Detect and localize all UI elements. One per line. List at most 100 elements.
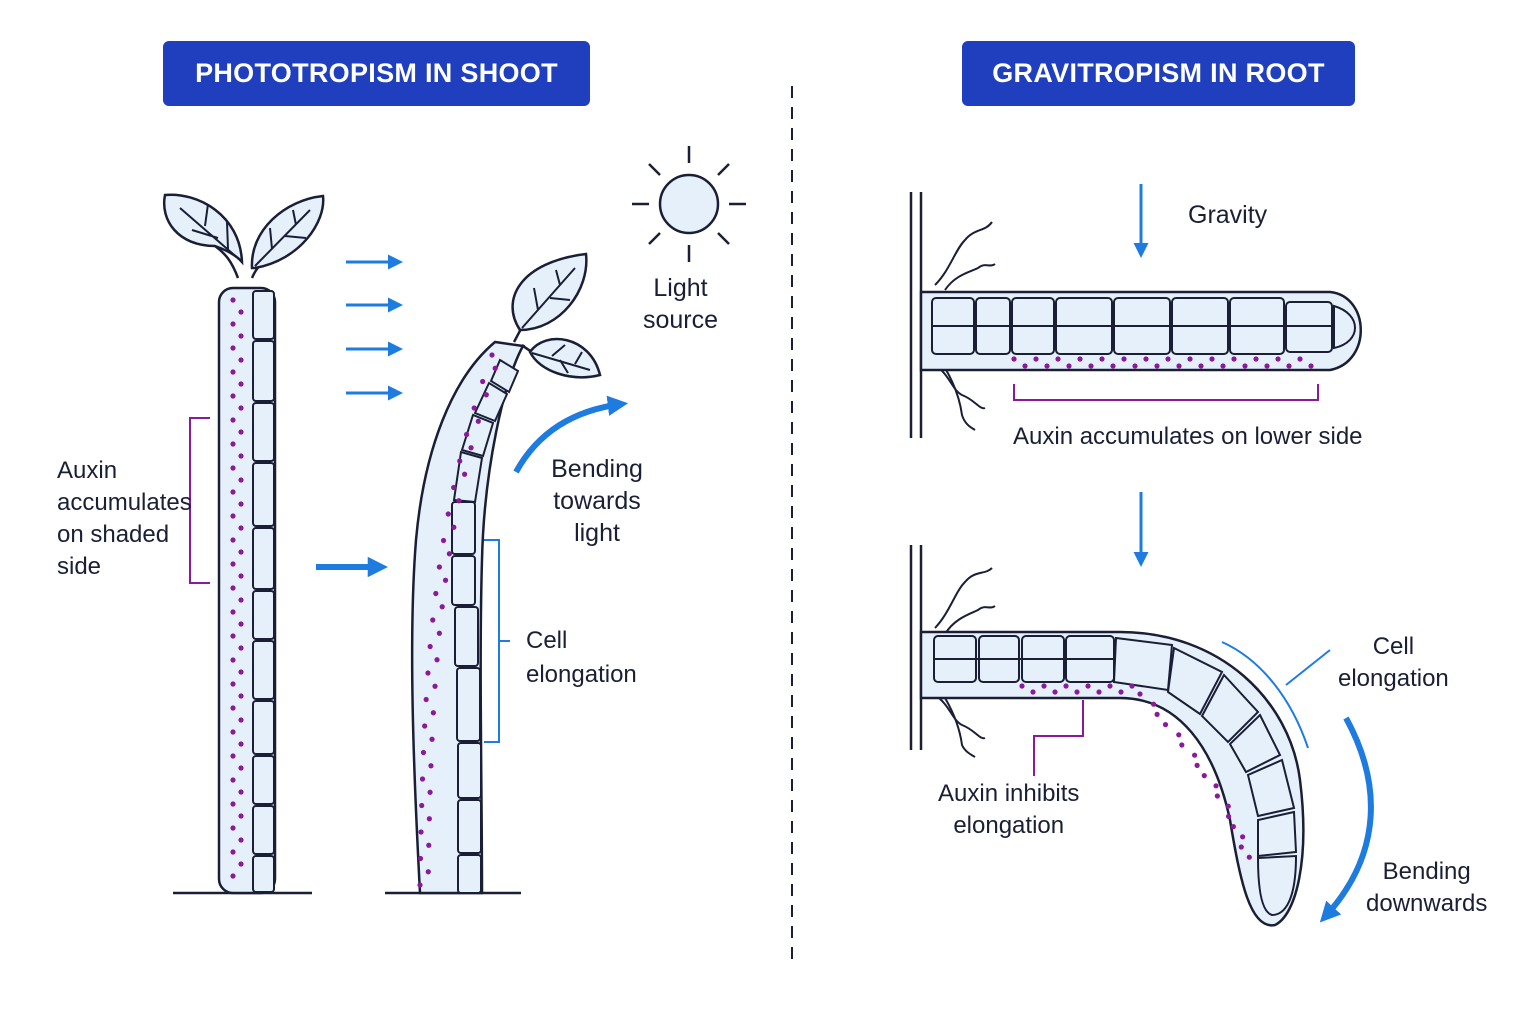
- auxin-shaded-label: Auxin accumulates on shaded side: [57, 457, 192, 580]
- stem-cell: [252, 700, 275, 755]
- auxin-dot: [429, 736, 435, 742]
- auxin-dot: [446, 551, 452, 557]
- auxin-bracket: [1013, 384, 1319, 401]
- auxin-dot: [230, 585, 236, 591]
- auxin-bracket: [189, 417, 210, 584]
- auxin-dot: [238, 309, 244, 315]
- auxin-dot: [238, 861, 244, 867]
- light-source-label: Light source: [643, 274, 719, 334]
- auxin-dot: [420, 749, 427, 756]
- auxin-dot: [238, 741, 244, 747]
- auxin-dot: [434, 657, 440, 663]
- leaf-icon: [250, 194, 325, 279]
- auxin-dot: [1201, 773, 1207, 779]
- auxin-dot: [426, 842, 432, 848]
- auxin-dot: [230, 489, 236, 495]
- auxin-dot: [230, 465, 236, 471]
- auxin-dot: [462, 471, 468, 477]
- auxin-dot: [425, 869, 431, 875]
- auxin-dot: [1213, 783, 1219, 789]
- auxin-dot: [1194, 762, 1200, 769]
- auxin-dot: [1154, 711, 1160, 718]
- auxin-dot: [230, 609, 236, 615]
- auxin-dot: [230, 729, 236, 735]
- auxin-dot: [230, 561, 236, 567]
- auxin-dot: [1220, 363, 1226, 369]
- auxin-dot: [1063, 683, 1069, 689]
- auxin-dot: [238, 765, 244, 771]
- auxin-dots: [230, 297, 244, 879]
- auxin-dot: [1154, 363, 1160, 369]
- auxin-dot: [426, 816, 432, 822]
- auxin-dot: [230, 753, 236, 759]
- auxin-dot: [1110, 363, 1116, 369]
- auxin-dot: [428, 763, 434, 769]
- stem-cell: [252, 590, 275, 640]
- auxin-dot: [1231, 356, 1237, 362]
- root-cells: [931, 297, 1333, 355]
- auxin-dot: [423, 696, 429, 703]
- auxin-dot: [1225, 803, 1231, 809]
- sun-icon: [632, 146, 746, 262]
- stem-cell: [252, 640, 275, 700]
- gravitropism-title: GRAVITROPISM IN ROOT: [962, 41, 1355, 106]
- auxin-dot: [436, 630, 442, 636]
- auxin-dot: [230, 873, 236, 879]
- auxin-dot: [1238, 844, 1244, 850]
- stem-cells: [252, 290, 275, 893]
- elongation-bracket: [1221, 641, 1309, 749]
- stem-cell: [252, 855, 275, 893]
- auxin-dot: [230, 849, 236, 855]
- auxin-dot: [230, 321, 236, 327]
- auxin-dot: [1187, 356, 1193, 362]
- leaf-icon: [521, 337, 602, 379]
- shoot-elongation-label: Cell elongation: [526, 627, 637, 688]
- auxin-dot: [425, 670, 431, 676]
- auxin-dot: [238, 597, 244, 603]
- root-elongation-label: Cell elongation: [1338, 633, 1449, 692]
- stem-cell: [252, 290, 275, 340]
- auxin-dot: [1198, 363, 1204, 369]
- auxin-pointer: [1033, 700, 1084, 776]
- auxin-dot: [442, 577, 449, 583]
- auxin-dot: [451, 484, 457, 491]
- auxin-dot: [468, 445, 474, 451]
- auxin-dot: [439, 604, 445, 610]
- auxin-dot: [230, 417, 236, 423]
- auxin-dots: [417, 352, 498, 888]
- auxin-dot: [419, 776, 426, 782]
- bending-down-arrow: [1319, 716, 1374, 923]
- auxin-dot: [1242, 363, 1248, 369]
- auxin-dot: [483, 392, 489, 398]
- auxin-dot: [1253, 356, 1259, 362]
- auxin-dot: [1297, 356, 1303, 362]
- auxin-dot: [1033, 356, 1039, 362]
- auxin-dot: [418, 829, 424, 835]
- auxin-lower-label: Auxin accumulates on lower side: [1013, 423, 1363, 450]
- auxin-dot: [456, 498, 462, 504]
- auxin-dot: [1246, 854, 1252, 860]
- auxin-dot: [1099, 356, 1105, 362]
- auxin-dot: [1085, 683, 1091, 689]
- auxin-dot: [417, 882, 423, 888]
- auxin-dot: [238, 669, 244, 675]
- auxin-dot: [422, 723, 428, 729]
- auxin-dot: [1176, 732, 1182, 738]
- auxin-dot: [238, 429, 244, 435]
- gravity-label: Gravity: [1188, 201, 1268, 229]
- auxin-dot: [230, 681, 236, 687]
- stem-cell: [252, 527, 275, 590]
- auxin-dot: [451, 524, 457, 530]
- auxin-dot: [1011, 356, 1017, 362]
- auxin-dot: [1264, 363, 1270, 369]
- auxin-dot: [238, 645, 244, 651]
- auxin-dot: [471, 405, 477, 411]
- auxin-dot: [230, 657, 236, 663]
- bending-down-label: Bending downwards: [1366, 858, 1488, 917]
- auxin-dot: [238, 381, 244, 387]
- auxin-dot: [238, 477, 244, 483]
- auxin-dot: [238, 549, 244, 555]
- bending-arrow: [513, 395, 629, 474]
- auxin-dot: [238, 573, 244, 579]
